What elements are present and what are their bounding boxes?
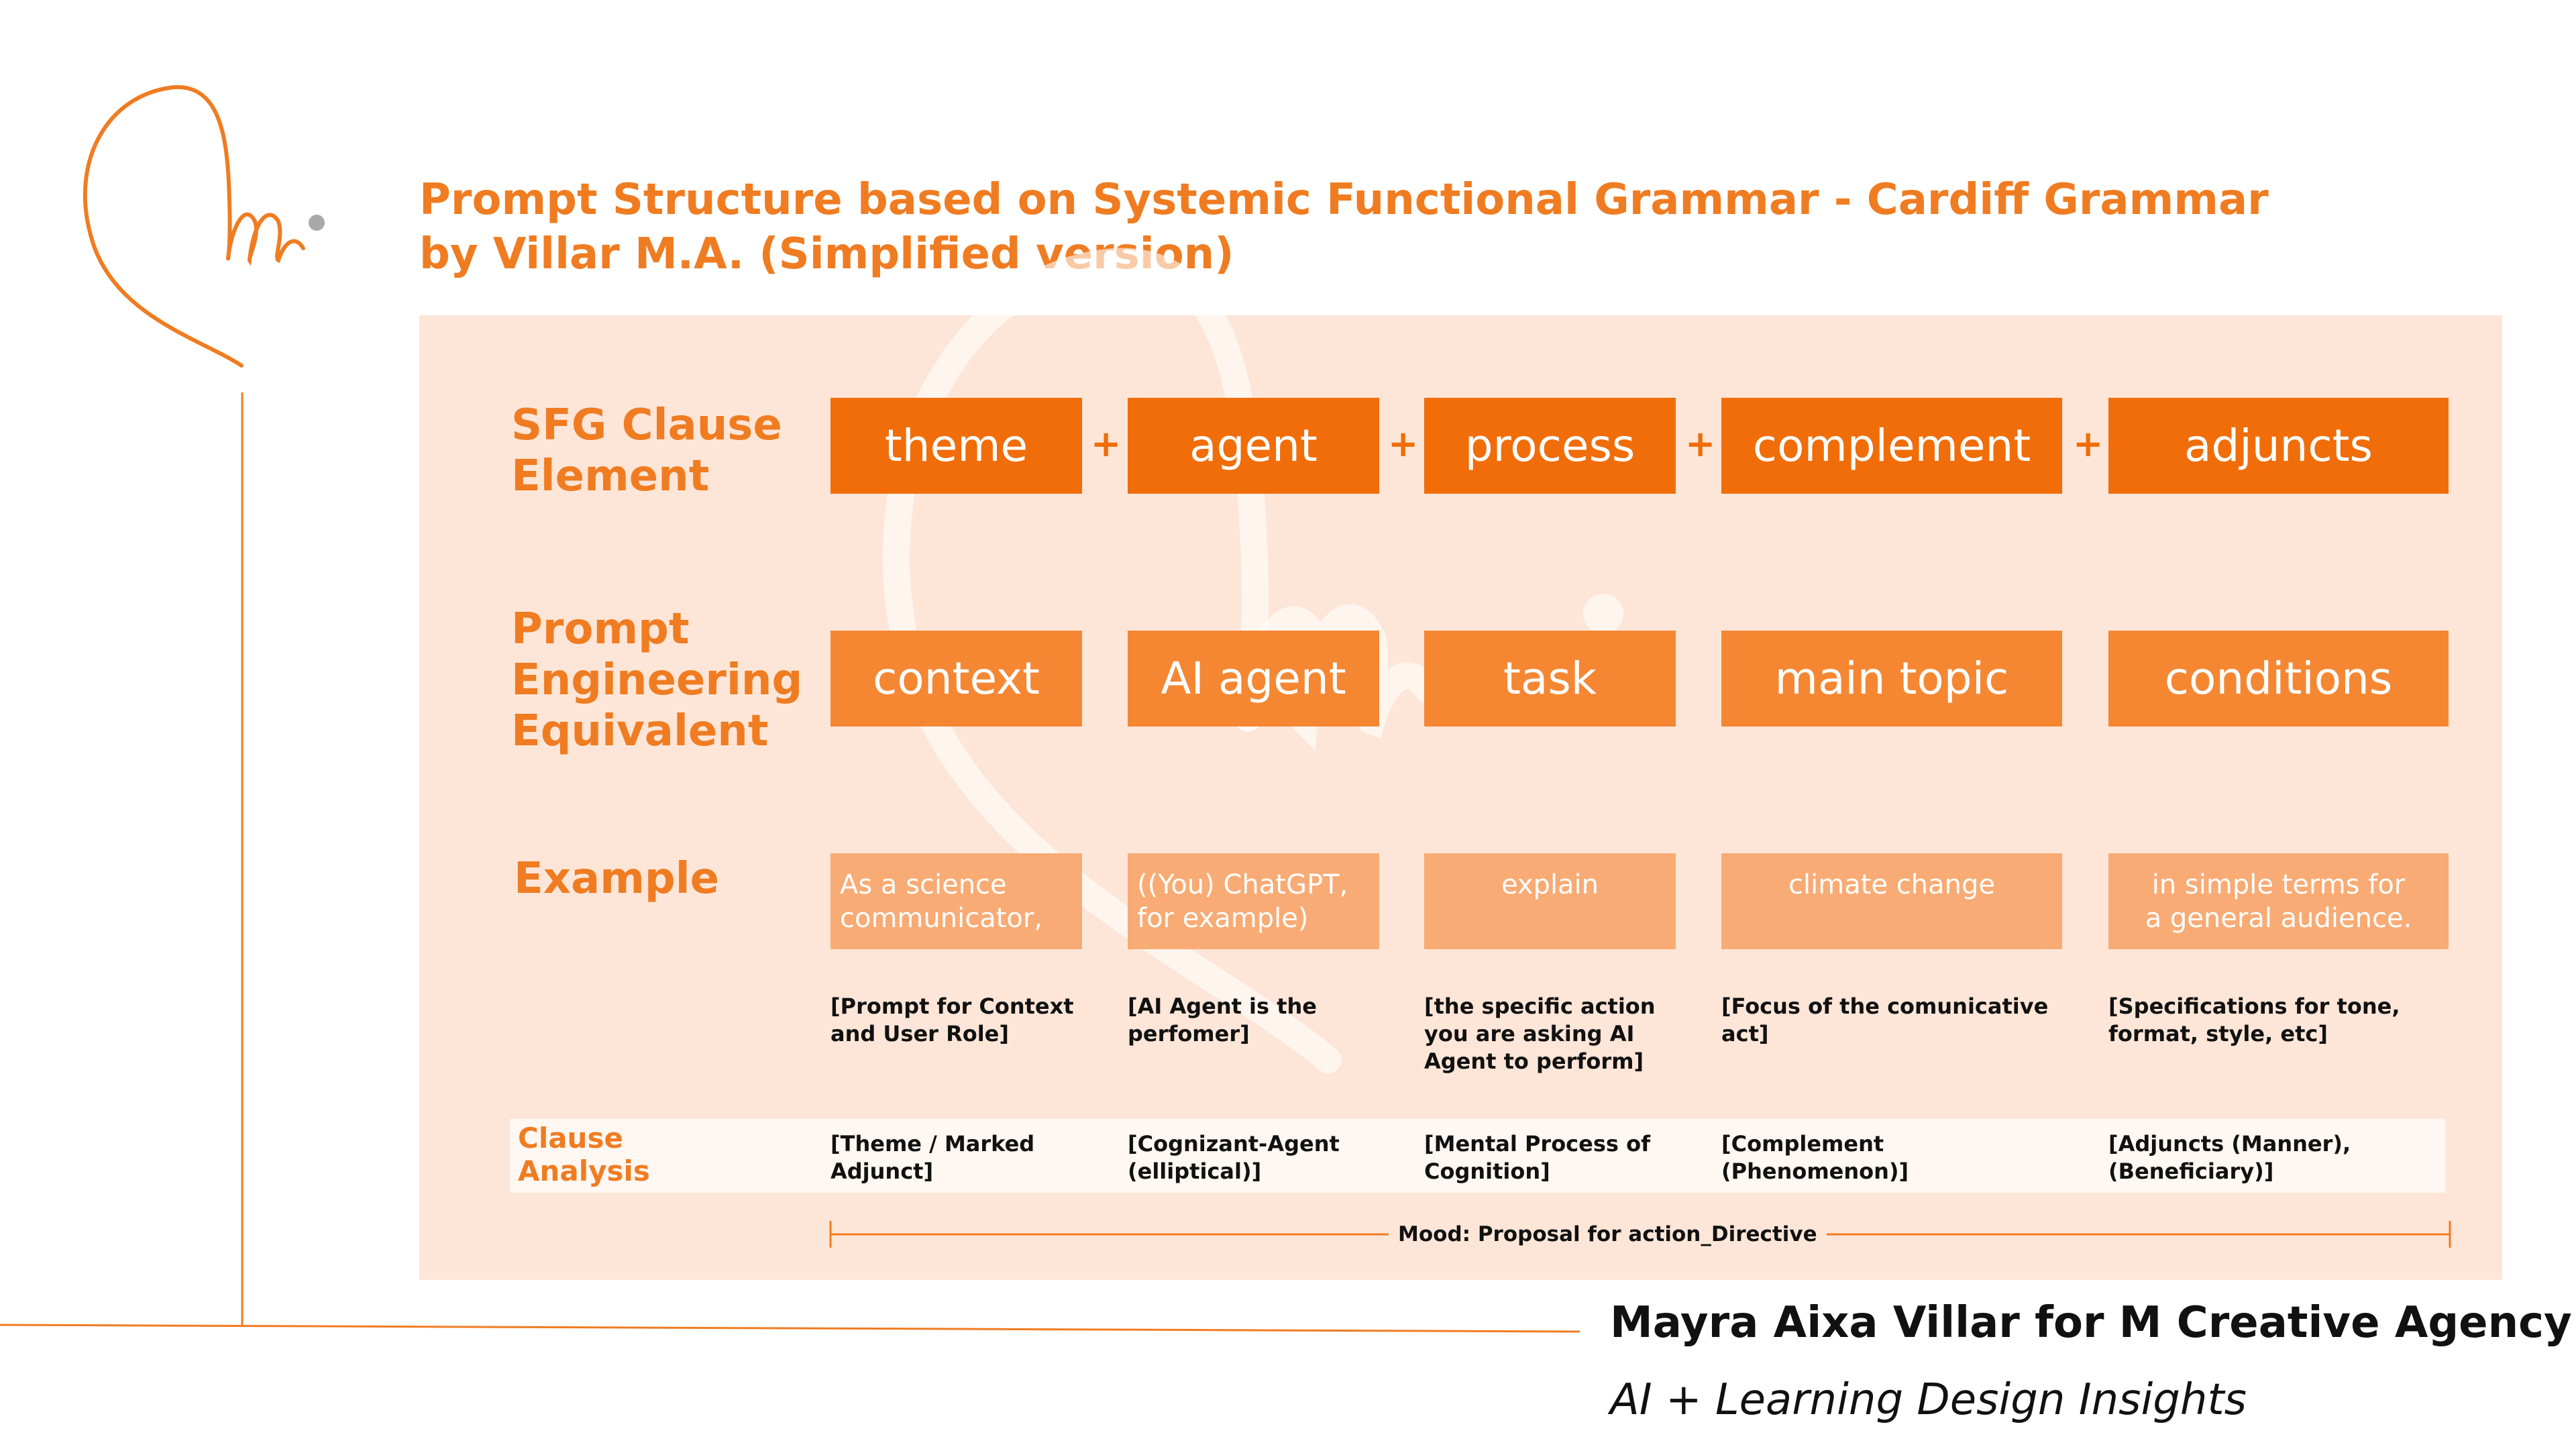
note-line: Agent to perform] — [1424, 1049, 1644, 1074]
analysis-row-label: Clause Analysis — [518, 1122, 650, 1187]
example-line: ((You) ChatGPT, — [1137, 869, 1348, 900]
note-line: act] — [1721, 1021, 1769, 1046]
pe-box-task: task — [1424, 631, 1676, 727]
note-4: [Focus of the comunicative act] — [1721, 993, 2048, 1048]
pe-label-line: Prompt — [511, 604, 690, 654]
note-line: [Prompt for Context — [830, 994, 1074, 1019]
analysis-line: Adjunct] — [830, 1159, 934, 1184]
sfg-box-theme: theme — [830, 398, 1082, 494]
example-box-3: explain — [1424, 853, 1676, 949]
analysis-label-line: Clause — [518, 1122, 623, 1155]
analysis-5: [Adjuncts (Manner), (Beneficiary)] — [2108, 1130, 2351, 1185]
analysis-line: (Phenomenon)] — [1721, 1159, 1909, 1184]
title-line-1: Prompt Structure based on Systemic Funct… — [419, 175, 2269, 225]
example-line: climate change — [1788, 869, 1995, 900]
pe-box-main-topic: main topic — [1721, 631, 2062, 727]
analysis-4: [Complement (Phenomenon)] — [1721, 1130, 1909, 1185]
monogram-logo-icon — [83, 85, 305, 368]
analysis-line: [Cognizant-Agent — [1128, 1131, 1340, 1157]
sfg-row-label: SFG Clause Element — [511, 400, 782, 502]
analysis-line: [Adjuncts (Manner), — [2108, 1131, 2351, 1157]
sfg-label-line: Element — [511, 451, 710, 501]
example-box-4: climate change — [1721, 853, 2062, 949]
example-row-label: Example — [514, 854, 720, 904]
example-box-2: ((You) ChatGPT, for example) — [1128, 853, 1379, 949]
sfg-label-line: SFG Clause — [511, 400, 782, 450]
mood-label: Mood: Proposal for action_Directive — [1389, 1221, 1827, 1248]
note-line: you are asking AI — [1424, 1021, 1635, 1046]
analysis-line: Cognition] — [1424, 1159, 1550, 1184]
plus-icon: + — [1388, 423, 1419, 465]
example-box-5: in simple terms for a general audience. — [2108, 853, 2449, 949]
analysis-line: [Theme / Marked — [830, 1131, 1035, 1157]
example-line: a general audience. — [2145, 902, 2412, 934]
note-line: [Specifications for tone, — [2108, 994, 2400, 1019]
pe-label-line: Equivalent — [511, 706, 769, 756]
note-line: and User Role] — [830, 1021, 1009, 1046]
analysis-2: [Cognizant-Agent (elliptical)] — [1128, 1130, 1340, 1185]
author-credit: Mayra Aixa Villar for M Creative Agency — [1610, 1298, 2572, 1348]
note-line: format, style, etc] — [2108, 1021, 2328, 1046]
pe-box-context: context — [830, 631, 1082, 727]
horizontal-line — [0, 1324, 1580, 1333]
pe-label-line: Engineering — [511, 655, 803, 705]
analysis-line: (elliptical)] — [1128, 1159, 1262, 1184]
logo-dot-icon — [309, 215, 325, 231]
note-2: [AI Agent is the perfomer] — [1128, 993, 1317, 1048]
note-3: [the specific action you are asking AI A… — [1424, 993, 1656, 1075]
pe-box-ai-agent: AI agent — [1128, 631, 1379, 727]
prompt-eq-row-label: Prompt Engineering Equivalent — [511, 604, 802, 757]
plus-icon: + — [1685, 423, 1716, 465]
note-line: [Focus of the comunicative — [1721, 994, 2049, 1019]
note-5: [Specifications for tone, format, style,… — [2108, 993, 2400, 1048]
example-line: As a science — [840, 869, 1007, 900]
analysis-1: [Theme / Marked Adjunct] — [830, 1130, 1034, 1185]
tagline: AI + Learning Design Insights — [1610, 1375, 2247, 1425]
analysis-line: [Complement — [1721, 1131, 1884, 1157]
note-1: [Prompt for Context and User Role] — [830, 993, 1074, 1048]
plus-icon: + — [2073, 423, 2104, 465]
example-box-1: As a science communicator, — [830, 853, 1082, 949]
analysis-line: [Mental Process of — [1424, 1131, 1650, 1157]
example-line: communicator, — [840, 902, 1043, 934]
analysis-line: (Beneficiary)] — [2108, 1159, 2274, 1184]
note-line: [AI Agent is the — [1128, 994, 1317, 1019]
analysis-row-bg — [510, 1119, 2445, 1193]
example-line: in simple terms for — [2151, 869, 2406, 900]
note-line: perfomer] — [1128, 1021, 1250, 1046]
pe-box-conditions: conditions — [2108, 631, 2449, 727]
sfg-box-process: process — [1424, 398, 1676, 494]
example-line: for example) — [1137, 902, 1309, 934]
example-line: explain — [1501, 869, 1599, 900]
sfg-box-agent: agent — [1128, 398, 1379, 494]
analysis-3: [Mental Process of Cognition] — [1424, 1130, 1650, 1185]
analysis-label-line: Analysis — [518, 1155, 650, 1187]
plus-icon: + — [1091, 423, 1122, 465]
sfg-box-complement: complement — [1721, 398, 2062, 494]
note-line: [the specific action — [1424, 994, 1656, 1019]
sfg-box-adjuncts: adjuncts — [2108, 398, 2449, 494]
